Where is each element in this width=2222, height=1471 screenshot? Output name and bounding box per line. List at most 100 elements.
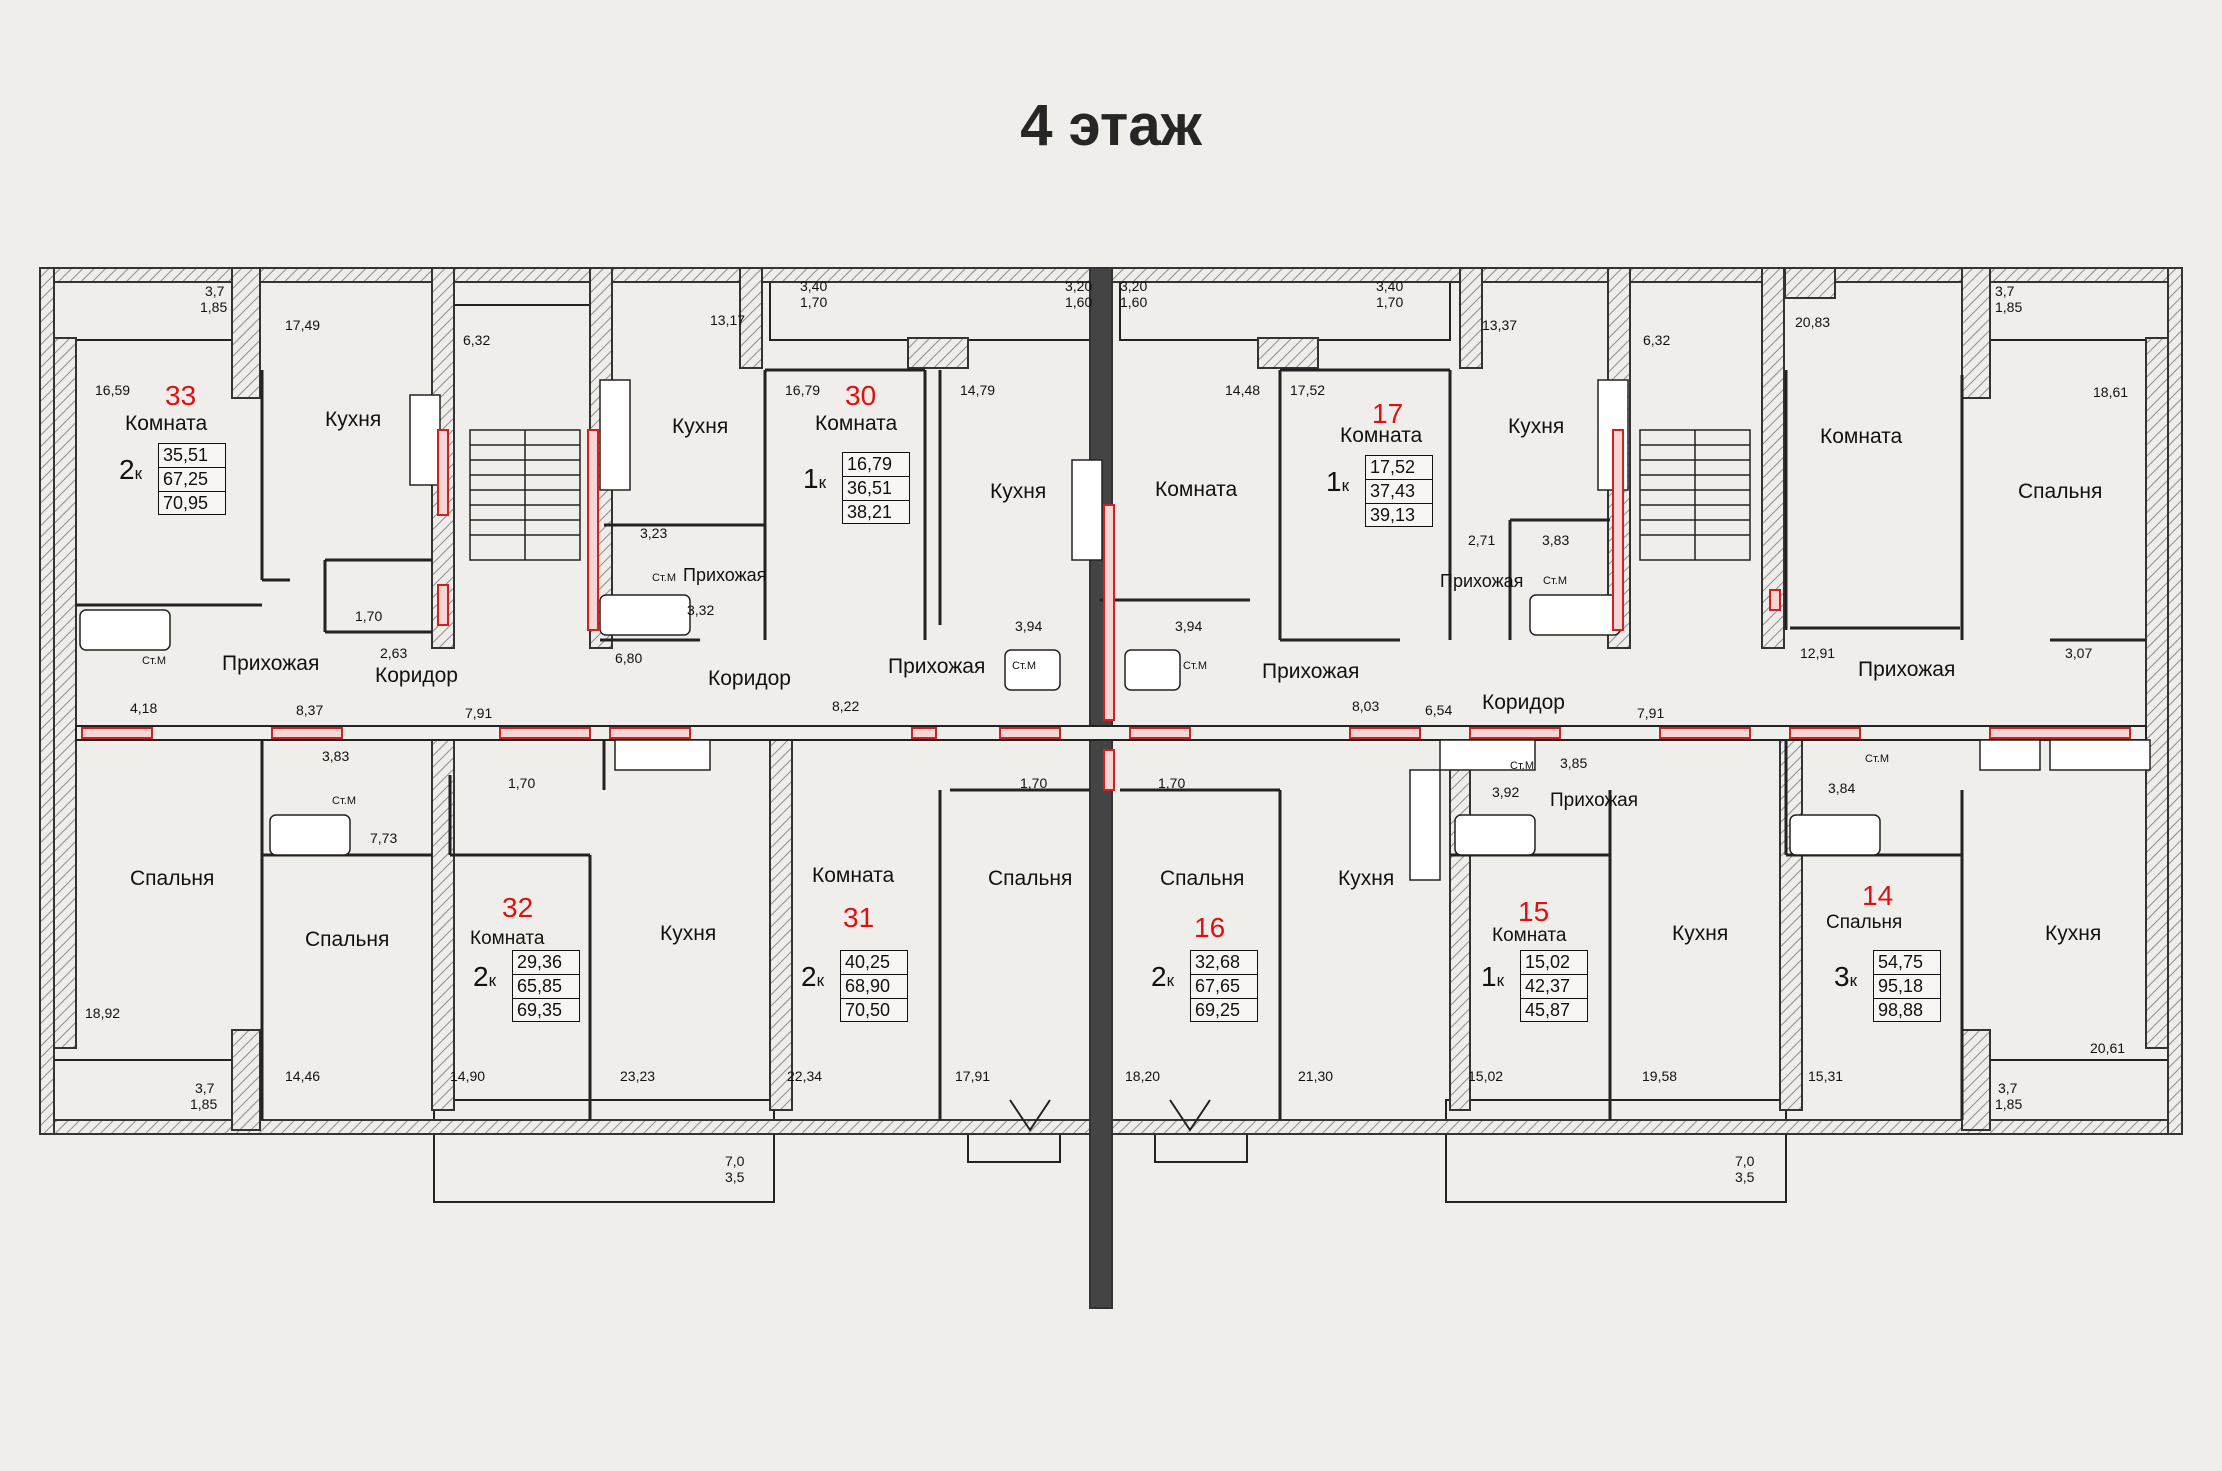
area-value: 1,70	[1158, 775, 1186, 791]
apartment-card: 1к 17,52 37,43 39,13	[1326, 455, 1433, 527]
room-label: Прихожая	[1262, 660, 1360, 683]
area-value: 20,83	[1795, 314, 1831, 330]
room-label: Комната	[1820, 425, 1903, 448]
apartment-number: 16	[1194, 912, 1226, 943]
area-value: 13,37	[1482, 317, 1518, 333]
area-value: 1,70	[1020, 775, 1048, 791]
living-area: 15,02	[1521, 951, 1587, 975]
area-value: 3,32	[687, 602, 715, 618]
apartment-number: 33	[165, 380, 197, 411]
area-value: 6,32	[1643, 332, 1671, 348]
room-label: Комната	[125, 412, 208, 435]
room-label: Кухня	[1508, 415, 1565, 438]
room-label: Спальня	[988, 867, 1073, 890]
area-value: 15,02	[1468, 1068, 1504, 1084]
apartment-card: 2к 35,51 67,25 70,95	[119, 443, 226, 515]
washer-label: Ст.М	[1183, 660, 1207, 672]
room-label: Кухня	[1672, 922, 1729, 945]
area-value: 8,03	[1352, 698, 1380, 714]
living-area: 17,52	[1366, 456, 1432, 480]
washer-label: Ст.М	[332, 795, 356, 807]
area-value: 3,85	[1560, 755, 1588, 771]
area-value: 1,85	[1995, 1096, 2023, 1112]
room-label: Кухня	[660, 922, 717, 945]
area-value: 3,20	[1065, 278, 1093, 294]
apartment-type: 2к	[801, 961, 825, 992]
total-area-with-balcony: 69,35	[517, 1000, 563, 1020]
total-area-with-balcony: 38,21	[847, 502, 893, 522]
apartment-card: 1к 16,79 36,51 38,21	[803, 452, 910, 524]
living-area: 35,51	[159, 444, 225, 468]
room-label: Коридор	[375, 664, 458, 687]
area-value: 23,23	[620, 1068, 656, 1084]
room-label: Спальня	[2018, 480, 2103, 503]
area-value: 7,91	[465, 705, 493, 721]
total-area-with-balcony: 70,95	[163, 493, 209, 513]
washer-label: Ст.М	[142, 655, 166, 667]
room-label: Комната	[815, 412, 898, 435]
area-value: 3,5	[725, 1169, 745, 1185]
area-value: 2,71	[1468, 532, 1496, 548]
total-area: 36,51	[843, 477, 909, 501]
room-label: Коридор	[708, 667, 791, 690]
living-area: 54,75	[1874, 951, 1940, 975]
total-area: 67,65	[1191, 975, 1257, 999]
total-area-with-balcony: 69,25	[1195, 1000, 1241, 1020]
area-value: 1,60	[1120, 294, 1148, 310]
area-value: 6,32	[463, 332, 491, 348]
room-label: Прихожая	[222, 652, 320, 675]
room-label: Прихожая	[888, 655, 986, 678]
area-value: 1,85	[200, 299, 228, 315]
area-value: 1,70	[1376, 294, 1404, 310]
area-value: 7,0	[1735, 1153, 1755, 1169]
apartment-type: 1к	[803, 463, 827, 494]
area-value: 17,52	[1290, 382, 1326, 398]
area-value: 13,17	[710, 312, 746, 328]
total-area-with-balcony: 70,50	[845, 1000, 891, 1020]
apartment-number: 14	[1862, 880, 1894, 911]
area-value: 12,91	[1800, 645, 1836, 661]
total-area-with-balcony: 39,13	[1370, 505, 1416, 525]
outer-walls	[39, 267, 2183, 1135]
area-value: 3,83	[1542, 532, 1570, 548]
corridor-wall	[75, 725, 2147, 741]
area-value: 17,91	[955, 1068, 991, 1084]
room-label: Спальня	[1160, 867, 1245, 890]
apartment-number: 30	[845, 380, 877, 411]
room-label: Прихожая	[1550, 790, 1639, 811]
area-value: 3,5	[1735, 1169, 1755, 1185]
room-label: Прихожая	[1440, 571, 1524, 591]
room-label: Спальня	[1826, 912, 1903, 933]
area-value: 8,37	[296, 702, 324, 718]
living-area: 32,68	[1191, 951, 1257, 975]
area-value: 14,79	[960, 382, 996, 398]
area-value: 8,22	[832, 698, 860, 714]
total-area-with-balcony: 98,88	[1878, 1000, 1924, 1020]
area-value: 1,70	[508, 775, 536, 791]
area-value: 3,40	[800, 278, 828, 294]
apartment-type: 1к	[1326, 466, 1350, 497]
area-value: 1,85	[190, 1096, 218, 1112]
washer-label: Ст.М	[1510, 760, 1534, 772]
washer-label: Ст.М	[652, 572, 676, 584]
room-label: Комната	[812, 864, 895, 887]
living-area: 29,36	[513, 951, 579, 975]
washer-label: Ст.М	[1012, 660, 1036, 672]
area-value: 20,61	[2090, 1040, 2126, 1056]
partitions	[76, 368, 2146, 1120]
room-label: Кухня	[672, 415, 729, 438]
living-area: 16,79	[843, 453, 909, 477]
room-label: Комната	[1492, 925, 1567, 946]
area-value: 3,83	[322, 748, 350, 764]
area-value: 2,63	[380, 645, 408, 661]
staircase-left	[469, 429, 581, 561]
apartment-type: 2к	[1151, 961, 1175, 992]
plumbing-fixtures	[79, 379, 2151, 881]
room-label: Комната	[1340, 424, 1423, 447]
apartment-card: 2к 29,36 65,85 69,35	[473, 950, 580, 1022]
room-label: Коридор	[1482, 691, 1565, 714]
area-value: 14,46	[285, 1068, 321, 1084]
room-label: Комната	[470, 928, 545, 949]
apartment-card: 2к 32,68 67,65 69,25	[1151, 950, 1258, 1022]
